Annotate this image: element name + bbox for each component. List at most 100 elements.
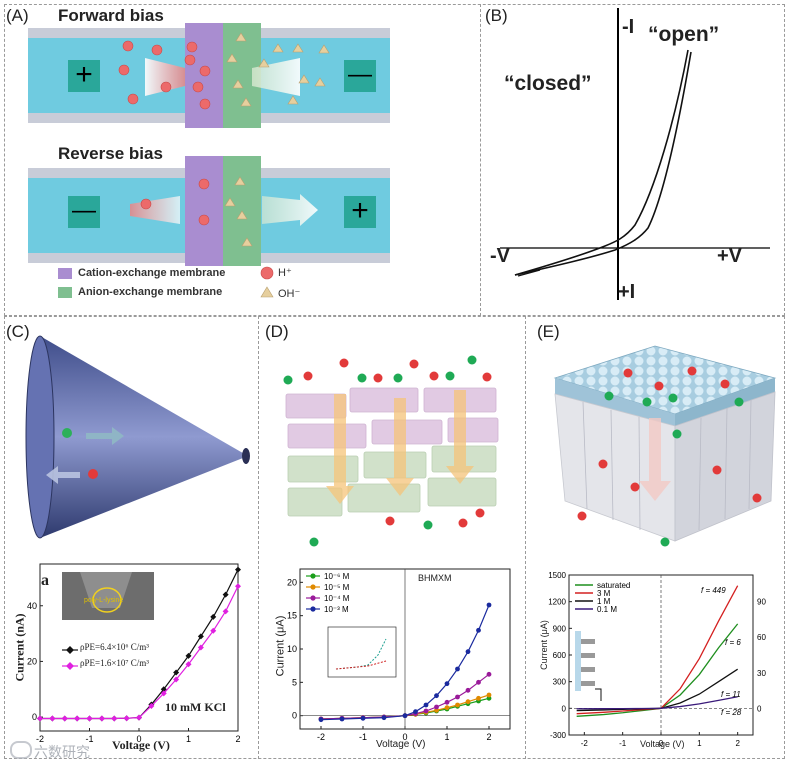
y-tick-label: 1200 <box>548 598 566 607</box>
c-annotation: 10 mM KCl <box>165 700 226 714</box>
data-point <box>423 708 429 714</box>
y2-tick-label: 60 <box>757 633 766 642</box>
panel-c-cone-illustration <box>25 335 250 539</box>
data-point <box>197 633 204 640</box>
x-tick-label: 0 <box>402 732 407 742</box>
data-point <box>148 702 155 709</box>
data-point <box>210 627 217 634</box>
data-point <box>444 705 450 711</box>
data-point <box>476 695 481 701</box>
data-point <box>173 676 180 683</box>
d-ylabel: Current (μA) <box>274 615 287 677</box>
data-point <box>74 715 81 722</box>
d-legend-label: 10⁻⁶ M <box>324 572 350 581</box>
y2-tick-label: 90 <box>757 598 766 607</box>
b-curve-lower <box>514 51 692 276</box>
cation-swatch <box>58 268 72 279</box>
d-xlabel: Voltage (V) <box>376 739 426 750</box>
e-inset-bar <box>581 681 595 686</box>
data-point <box>222 608 229 615</box>
data-point <box>37 715 43 722</box>
x-tick-label: 0 <box>136 734 141 744</box>
c-legend-2: ρPE=1.6×10⁷ C/m³ <box>80 658 149 668</box>
c-subpanel-label: a <box>41 572 49 589</box>
d-legend-label: 10⁻⁵ M <box>324 583 350 592</box>
panel-frame-bottom <box>4 316 785 759</box>
e-legend-label: 0.1 M <box>597 605 617 614</box>
y-tick-label: 40 <box>27 601 37 611</box>
y-tick-label: 5 <box>292 677 297 687</box>
c-ylabel: Current (nA) <box>12 613 27 682</box>
watermark-logo-icon <box>10 741 32 759</box>
data-point <box>136 714 142 721</box>
x-tick-label: 1 <box>186 734 191 744</box>
c-legend-1: ρPE=6.4×10⁶ C/m³ <box>80 642 149 652</box>
legend-ohminus-label: OH⁻ <box>278 288 301 300</box>
divider-de <box>525 316 526 759</box>
ohminus-legend-icon <box>260 286 274 298</box>
data-point <box>465 699 471 705</box>
divider-cd <box>258 316 259 759</box>
d-legend-marker <box>310 595 316 601</box>
data-point <box>455 702 460 708</box>
data-point <box>339 716 345 722</box>
data-point <box>123 715 130 722</box>
reverse-minus-sign: — <box>72 197 96 224</box>
x-tick-label: 1 <box>697 739 702 748</box>
data-point <box>210 613 217 620</box>
data-point <box>61 715 68 722</box>
data-point <box>185 652 192 659</box>
c-xlabel: Voltage (V) <box>112 738 170 752</box>
forward-plus-sign: + <box>75 58 93 91</box>
x-tick-label: 1 <box>444 732 449 742</box>
data-point <box>465 649 471 655</box>
forward-bias-title: Forward bias <box>58 6 164 25</box>
panel-label-a: (A) <box>6 6 29 25</box>
data-point <box>49 715 56 722</box>
c-legend-marker-1 <box>66 646 74 654</box>
data-point <box>318 717 324 723</box>
panel-d-membrane-illustration <box>283 355 499 547</box>
e-legend-label: saturated <box>597 581 630 590</box>
e-rectification-label: f = 11 <box>721 690 741 699</box>
series-line <box>576 696 738 710</box>
x-tick-label: -1 <box>619 739 627 748</box>
e-inset-bar <box>581 653 595 658</box>
b-minus-v-label: -V <box>490 245 510 267</box>
data-point <box>413 709 418 715</box>
e-rectification-label: f = 6 <box>725 638 741 647</box>
c-inset-shade <box>62 572 154 620</box>
d-legend-marker <box>310 584 316 590</box>
data-point <box>423 702 429 708</box>
data-point <box>381 715 387 721</box>
e-rectification-label: f = 449 <box>701 586 726 595</box>
e-rectification-label: f = 28 <box>721 708 742 717</box>
data-point <box>160 686 167 693</box>
e-inset-bar <box>581 667 595 672</box>
data-point <box>86 715 93 722</box>
d-inset-frame <box>327 626 397 678</box>
e-xlabel: Voltage (V) <box>640 739 685 749</box>
data-point <box>197 644 204 651</box>
x-tick-label: 2 <box>235 734 240 744</box>
y-tick-label: -300 <box>550 731 567 740</box>
panel-label-e: (E) <box>537 322 560 341</box>
divider-ab <box>480 4 481 316</box>
hplus-legend-icon <box>260 266 274 280</box>
anion-swatch <box>58 287 72 298</box>
data-point <box>444 699 450 705</box>
data-point <box>486 692 492 698</box>
y-tick-label: 20 <box>27 656 37 666</box>
b-plus-v-label: +V <box>717 245 743 267</box>
panel-frame-top <box>4 4 785 316</box>
data-point <box>465 687 471 693</box>
panel-b-iv-curve <box>500 8 770 300</box>
data-point <box>160 690 167 697</box>
d-inset-curve-2 <box>335 660 387 670</box>
data-point <box>360 715 366 721</box>
data-point <box>235 583 241 590</box>
series-line <box>576 623 739 717</box>
legend-cation-label: Cation-exchange membrane <box>78 267 226 279</box>
